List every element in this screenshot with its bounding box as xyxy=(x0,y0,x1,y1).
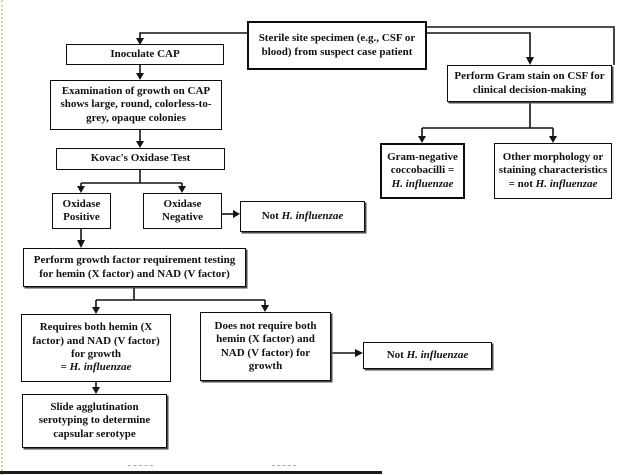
connector-requires-to-slide xyxy=(92,382,100,394)
node-text: Oxidase Positive xyxy=(62,197,101,223)
node-slide-agglutination: Slide agglutination serotyping to determ… xyxy=(22,394,167,448)
node-inoculate-cap: Inoculate CAP xyxy=(66,44,224,65)
node-requires-both-factors: Requires both hemin (X factor) and NAD (… xyxy=(21,314,171,382)
node-not-h-influenzae-1: Not H. influenzae xyxy=(240,201,365,232)
species-italic: H. influenzae xyxy=(281,209,344,222)
node-text: Requires both hemin (X factor) and NAD (… xyxy=(32,321,160,360)
scan-artifact xyxy=(272,465,296,466)
node-text: Does not require both hemin (X factor) a… xyxy=(214,319,317,372)
node-oxidase-positive: Oxidase Positive xyxy=(52,193,111,229)
species-italic: H. influenzae xyxy=(535,177,598,190)
node-text: Oxidase Negative xyxy=(162,197,203,223)
node-text: Other morphology or staining characteris… xyxy=(498,150,608,177)
node-text: Examination of growth on CAP shows large… xyxy=(60,84,212,124)
connector-exam-to-kovac xyxy=(136,130,144,148)
node-text: Sterile site specimen (e.g., CSF or bloo… xyxy=(258,32,416,58)
connector-sterile-right-outer xyxy=(427,26,615,65)
node-kovacs-oxidase-test: Kovac's Oxidase Test xyxy=(56,148,225,170)
bottom-border-line xyxy=(0,471,382,474)
connector-growth-split xyxy=(92,287,269,314)
node-text: Not H. influenzae xyxy=(386,348,469,361)
node-growth-factor-testing: Perform growth factor requirement testin… xyxy=(23,248,246,287)
species-italic: H. influenzae xyxy=(406,348,469,361)
node-text: Gram-negative coccobacilli = xyxy=(387,150,458,177)
connector-oxpos-to-growth xyxy=(77,229,85,248)
species-italic: H. influenzae xyxy=(69,361,132,374)
node-text: Perform growth factor requirement testin… xyxy=(33,254,236,280)
connector-sterile-to-inoculate xyxy=(136,32,247,45)
node-examination-growth-cap: Examination of growth on CAP shows large… xyxy=(50,80,222,130)
node-text: Kovac's Oxidase Test xyxy=(90,152,191,165)
connector-oxneg-to-not1 xyxy=(222,210,240,218)
node-perform-gram-stain: Perform Gram stain on CSF for clinical d… xyxy=(447,65,612,102)
species-italic: H. influenzae xyxy=(391,177,454,190)
connector-inoculate-to-exam xyxy=(136,65,144,80)
node-text: Perform Gram stain on CSF for clinical d… xyxy=(454,70,605,96)
node-text-result: = not H. influenzae xyxy=(508,177,598,190)
node-text: Inoculate CAP xyxy=(110,47,180,60)
node-does-not-require-both: Does not require both hemin (X factor) a… xyxy=(200,312,331,381)
node-sterile-site-specimen: Sterile site specimen (e.g., CSF or bloo… xyxy=(247,21,427,70)
connector-doesnot-to-not2 xyxy=(331,349,363,357)
connector-gramstain-split xyxy=(418,102,557,143)
node-text: Not H. influenzae xyxy=(261,209,344,222)
node-text: Slide agglutination serotyping to determ… xyxy=(38,400,151,440)
node-text-result: = H. influenzae xyxy=(60,361,132,374)
node-gram-negative-coccobacilli: Gram-negative coccobacilli = H. influenz… xyxy=(380,143,465,199)
node-other-morphology: Other morphology or staining characteris… xyxy=(494,143,612,199)
node-oxidase-negative: Oxidase Negative xyxy=(143,193,222,229)
connector-sterile-to-gramstain xyxy=(427,32,534,65)
node-not-h-influenzae-2: Not H. influenzae xyxy=(363,342,492,369)
scan-artifact xyxy=(128,465,153,466)
connector-kovac-split xyxy=(77,170,186,193)
left-edge-dotted-border xyxy=(1,0,3,475)
